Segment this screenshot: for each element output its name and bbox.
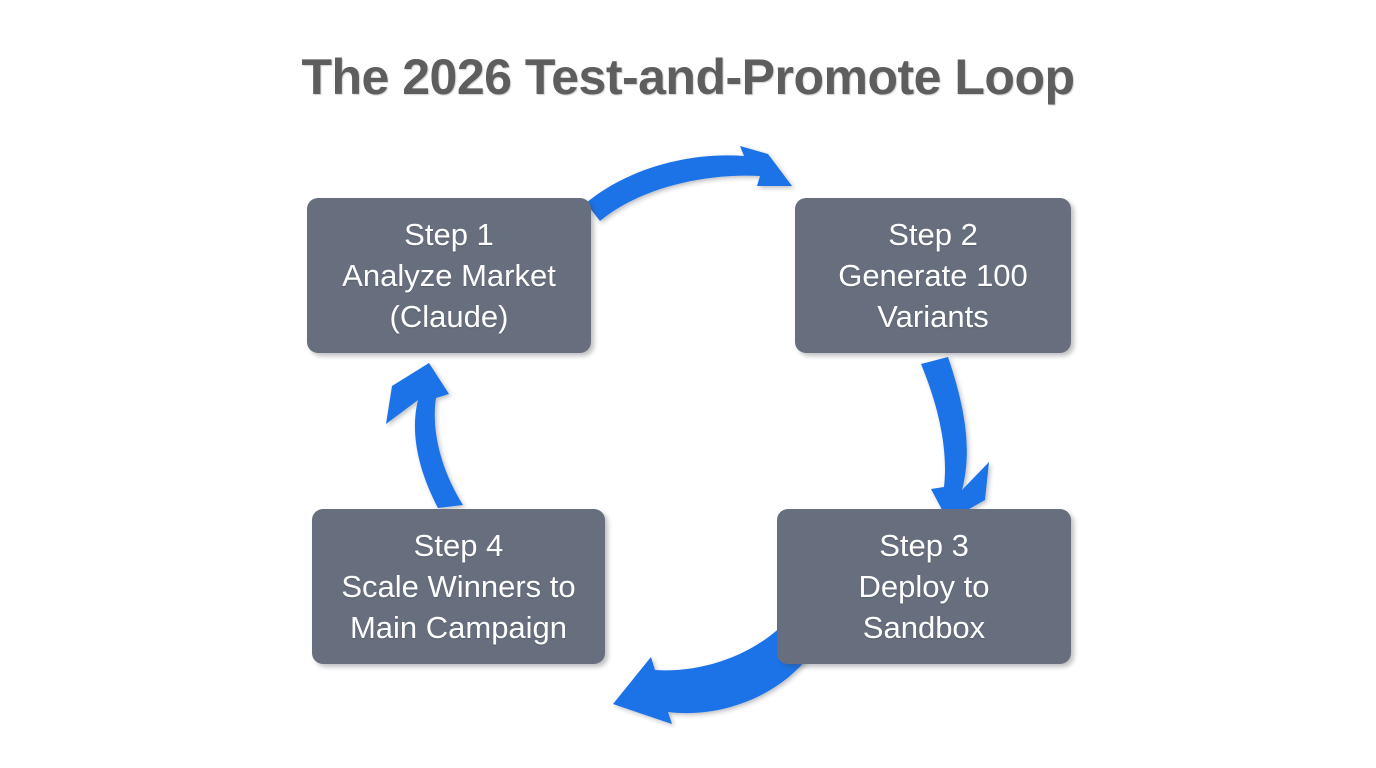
step-box-2[interactable]: Step 2 Generate 100 Variants xyxy=(795,198,1071,353)
step-box-4[interactable]: Step 4 Scale Winners to Main Campaign xyxy=(312,509,605,664)
step-box-1[interactable]: Step 1 Analyze Market (Claude) xyxy=(307,198,591,353)
step-4-text: Step 4 Scale Winners to Main Campaign xyxy=(341,528,576,645)
step-3-text: Step 3 Deploy to Sandbox xyxy=(858,528,990,645)
step-1-text: Step 1 Analyze Market (Claude) xyxy=(342,217,556,334)
arrow-step1-to-step2 xyxy=(586,146,792,221)
arrow-step4-to-step1 xyxy=(386,363,463,508)
step-box-3[interactable]: Step 3 Deploy to Sandbox xyxy=(777,509,1071,664)
step-2-text: Step 2 Generate 100 Variants xyxy=(838,217,1028,334)
page-title: The 2026 Test-and-Promote Loop xyxy=(301,49,1075,105)
arrow-step2-to-step3 xyxy=(921,357,989,521)
